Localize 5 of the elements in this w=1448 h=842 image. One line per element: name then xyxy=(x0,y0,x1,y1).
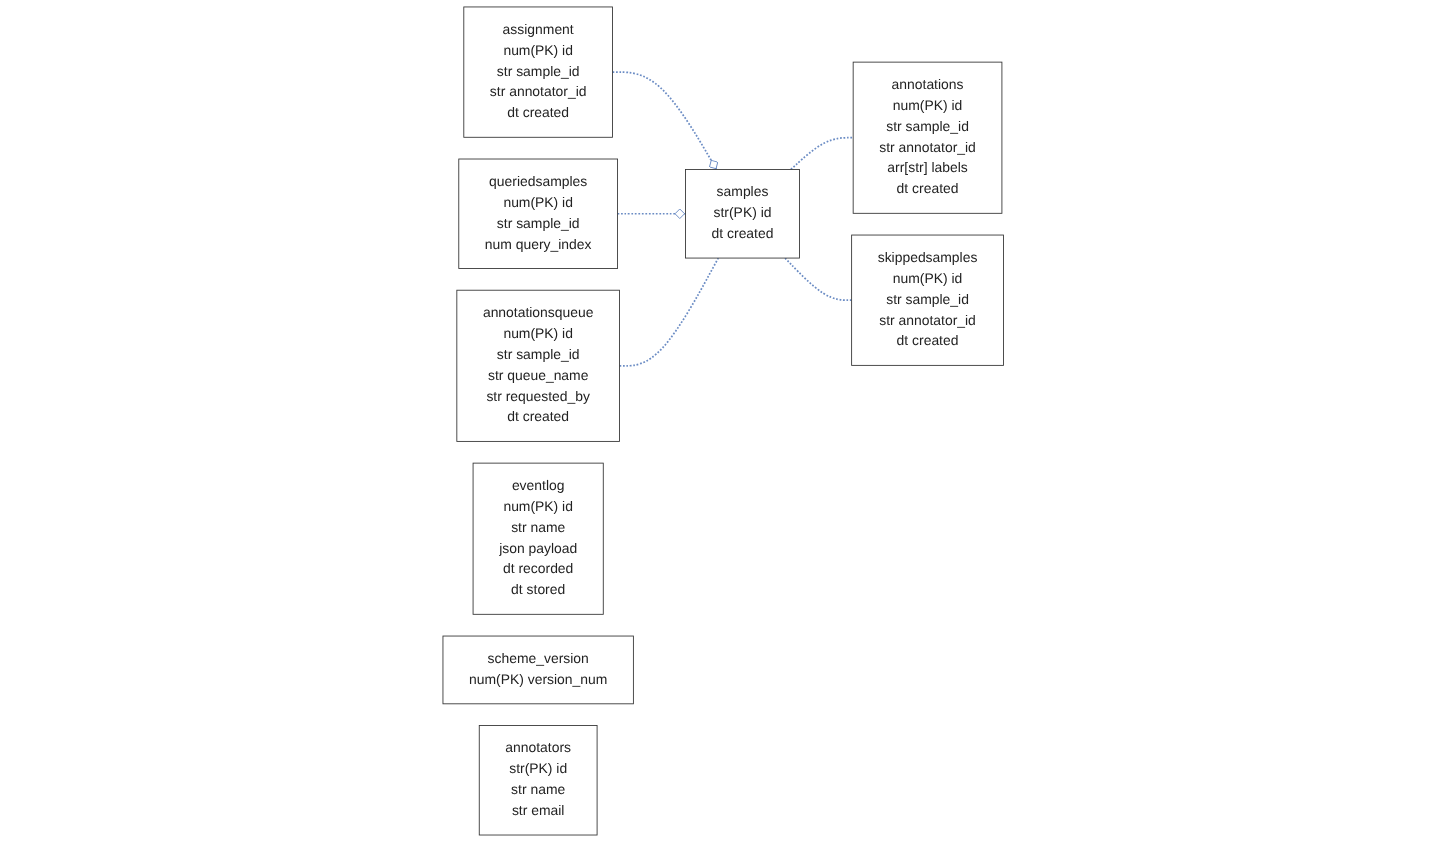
connector xyxy=(619,257,720,367)
connector xyxy=(790,136,855,171)
connector xyxy=(612,71,719,171)
connector xyxy=(785,257,854,302)
connector xyxy=(617,208,688,219)
